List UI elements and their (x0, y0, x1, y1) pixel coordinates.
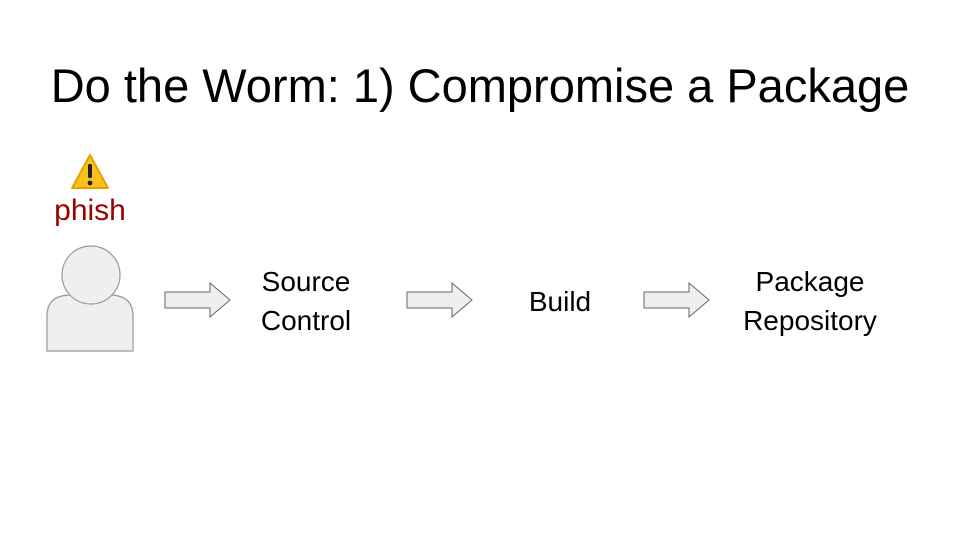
stage-source-control: Source Control (236, 262, 376, 340)
warning-icon (71, 154, 109, 189)
stage-build-line1: Build (528, 286, 592, 317)
phish-label: phish (54, 194, 126, 227)
slide-title: Do the Worm: 1) Compromise a Package (50, 59, 910, 112)
stage-build: Build (500, 282, 620, 321)
stage-package-repository-line2: Repository (743, 305, 877, 336)
stage-source-control-line2: Control (260, 305, 352, 336)
person-icon (46, 245, 134, 352)
stage-package-repository: Package Repository (720, 262, 900, 340)
stage-package-repository-line1: Package (755, 266, 865, 297)
stage-source-control-line1: Source (261, 266, 351, 297)
arrow-to-build (406, 282, 473, 318)
arrow-to-package-repository (643, 282, 710, 318)
arrow-to-source-control (164, 282, 231, 318)
